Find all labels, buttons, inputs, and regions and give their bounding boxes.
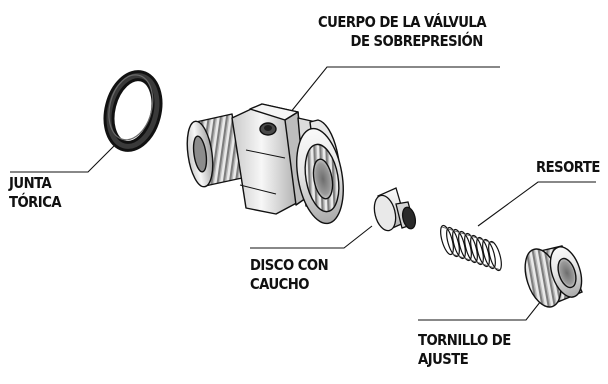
o-ring-part [103, 70, 163, 152]
label-o-ring-line2: TÓRICA [9, 193, 62, 211]
label-rubber-disc: DISCO CON CAUCHO [250, 256, 329, 294]
label-rubber-disc-line1: DISCO CON [250, 256, 329, 274]
spring-part [440, 224, 502, 272]
label-spring-line1: RESORTE [536, 158, 600, 176]
adjusting-screw-part [524, 245, 583, 308]
label-rubber-disc-line2: CAUCHO [250, 275, 310, 293]
label-spring: RESORTE [536, 158, 600, 177]
leader-spring [477, 181, 596, 227]
label-adjusting-screw-line1: TORNILLO DE [418, 331, 511, 349]
label-o-ring-line1: JUNTA [9, 174, 52, 192]
rubber-disc-part [373, 187, 417, 232]
label-valve-body-line2: DE SOBREPRESIÓN [350, 32, 484, 50]
valve-body-part [186, 103, 344, 225]
label-adjusting-screw: TORNILLO DE AJUSTE [418, 331, 511, 369]
label-adjusting-screw-line2: AJUSTE [418, 350, 469, 368]
leader-valve-body [289, 66, 500, 114]
label-valve-body: CUERPO DE LA VÁLVULA DE SOBREPRESIÓN [318, 13, 487, 51]
leader-o-ring [10, 141, 119, 173]
leader-rubber-disc [250, 225, 373, 249]
leader-adjusting-screw [418, 291, 549, 321]
leader-lines [10, 66, 596, 321]
label-valve-body-line1: CUERPO DE LA VÁLVULA [318, 13, 487, 31]
label-o-ring: JUNTA TÓRICA [9, 174, 62, 212]
